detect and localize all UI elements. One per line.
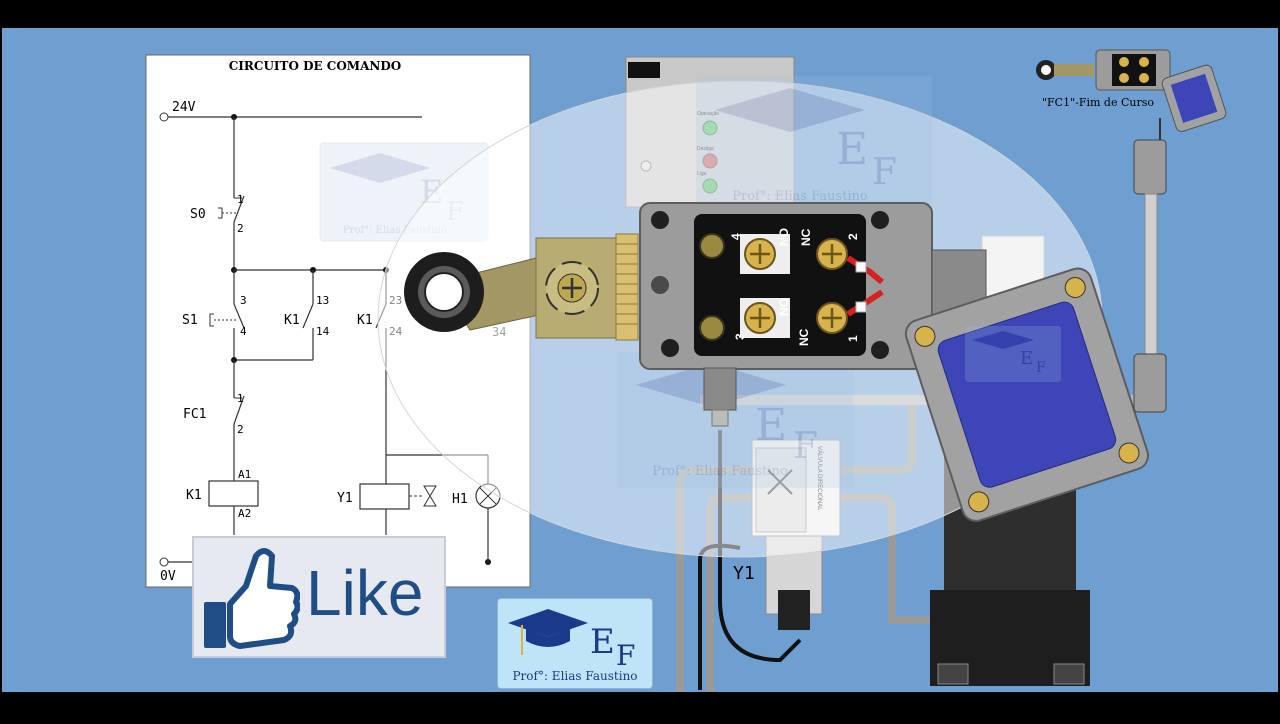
reference-caption: "FC1"-Fim de Curso [1042, 96, 1154, 109]
like-text: Like [306, 557, 424, 629]
terminal-4-label: 4 [729, 233, 743, 240]
supply-24v-label: 24V [172, 100, 196, 115]
k1-hold-t2: 14 [316, 325, 330, 338]
s1-label: S1 [182, 313, 198, 328]
svg-text:E: E [836, 124, 868, 175]
cover-watermark: E F [965, 326, 1061, 382]
circuit-title: CIRCUITO DE COMANDO [229, 59, 401, 73]
graduation-cap-icon: E F [508, 609, 635, 669]
svg-text:F: F [1036, 360, 1046, 376]
k1-coil-a1: A1 [238, 468, 251, 481]
ef-letter-f: F [616, 639, 635, 669]
terminal-no-top-label: NO [777, 228, 791, 246]
y1-coil [359, 483, 410, 510]
svg-text:F: F [872, 152, 897, 193]
terminal-nc-top-label: NC [799, 228, 813, 246]
faint-terminal-34: 34 [492, 325, 506, 339]
supply-0v-label: 0V [160, 569, 176, 584]
valve-label: Y1 [733, 563, 755, 584]
s1-t1: 3 [240, 294, 247, 307]
s0-label: S0 [190, 207, 206, 222]
lens-watermark: E F Prof°: Elias Faustino E F Prof°: Eli… [617, 76, 932, 488]
panel-watermark-author: Prof°: Elias Faustino [343, 225, 447, 236]
fc1-t2: 2 [237, 423, 244, 436]
k1-hold-t1: 13 [316, 294, 329, 307]
s0-t2: 2 [237, 222, 244, 235]
terminal-2-label: 2 [846, 233, 860, 240]
lens-watermark-author: Prof°: Elias Faustino [732, 189, 868, 204]
s0-t1: 1 [237, 193, 244, 206]
svg-text:E: E [755, 400, 787, 451]
bottom-bar [0, 692, 1280, 720]
terminal-3-label: 3 [733, 333, 747, 340]
fc1-label: FC1 [183, 407, 206, 422]
s1-t2: 4 [240, 325, 247, 338]
ef-author: Prof°: Elias Faustino [512, 669, 638, 683]
k1-coil-a2: A2 [238, 507, 251, 520]
terminal-nc-bottom-label: NC [797, 328, 811, 346]
svg-text:E: E [1020, 348, 1033, 369]
svg-text:F: F [793, 426, 818, 467]
reference-limit-switch: "FC1"-Fim de Curso [1036, 49, 1227, 413]
ef-letter-e: E [590, 622, 615, 662]
terminal-1-label: 1 [846, 335, 860, 342]
fc1-t1: 1 [237, 392, 244, 405]
switch-cover-plate [904, 267, 1150, 522]
like-badge[interactable]: Like [192, 536, 446, 658]
ef-logo-badge[interactable]: E F Prof°: Elias Faustino [497, 598, 653, 689]
h1-label: H1 [452, 492, 468, 507]
lens-watermark-author-2: Prof°: Elias Faustino [652, 464, 788, 479]
thumbs-up-icon [204, 548, 300, 649]
k1-coil [208, 480, 259, 507]
k1-aux-label: K1 [357, 313, 373, 328]
k1-coil-label: K1 [186, 488, 202, 503]
terminal-no-bottom-label: NO [777, 298, 791, 316]
y1-coil-label: Y1 [337, 491, 353, 506]
k1-hold-label: K1 [284, 313, 300, 328]
limit-switch: 34 4 NO NC 2 3 NO NC 1 [404, 202, 987, 427]
top-bar [0, 0, 1280, 28]
